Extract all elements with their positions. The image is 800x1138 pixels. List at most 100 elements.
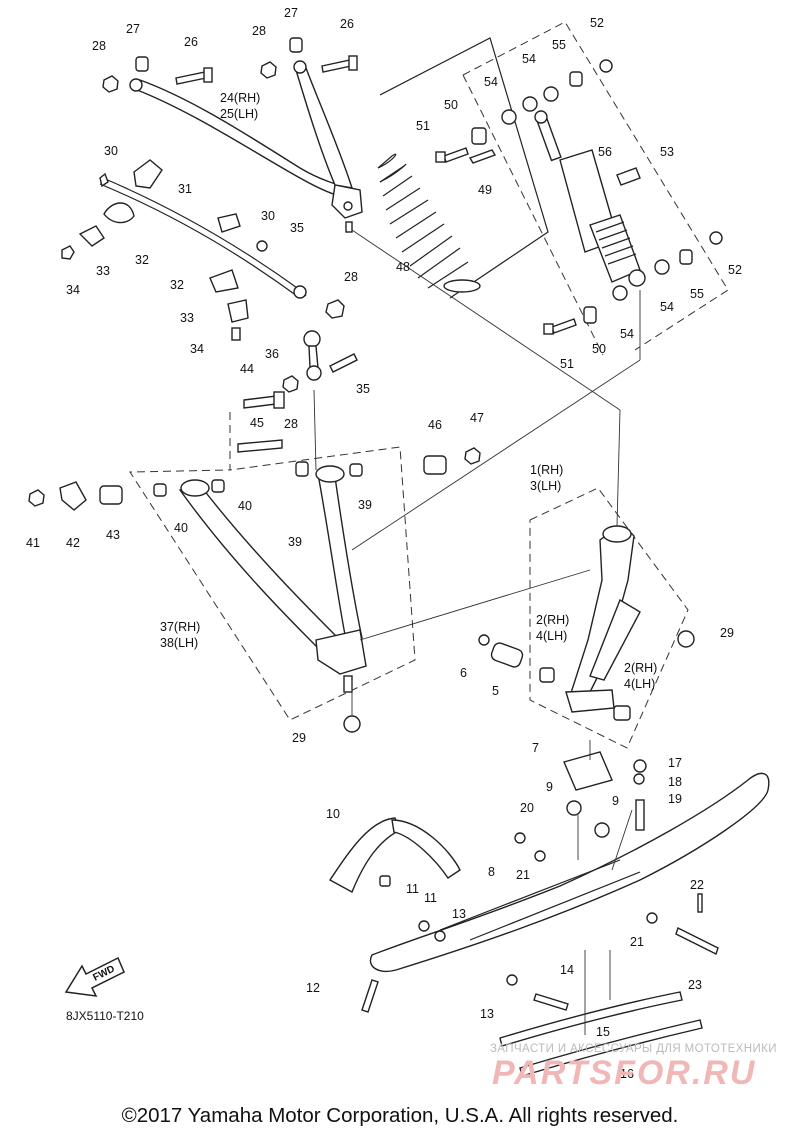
callout-44: 44 — [240, 362, 254, 376]
callout-36: 36 — [265, 347, 279, 361]
callout-51a: 51 — [416, 119, 430, 133]
callout-2a: 2(RH) — [536, 613, 569, 627]
callout-1: 1(RH) — [530, 463, 563, 477]
callout-46: 46 — [428, 418, 442, 432]
callout-8: 8 — [488, 865, 495, 879]
callout-56: 56 — [598, 145, 612, 159]
callout-7: 7 — [532, 741, 539, 755]
watermark-logo: PARTSFOR.RU — [492, 1054, 757, 1092]
callout-24: 24(RH) — [220, 91, 260, 105]
callout-21a: 21 — [516, 868, 530, 882]
callout-54b: 54 — [522, 52, 536, 66]
bolt-34-b — [231, 327, 241, 341]
callout-34a: 34 — [66, 283, 80, 297]
callout-19: 19 — [668, 792, 682, 806]
callout-6: 6 — [460, 666, 467, 680]
callout-54c: 54 — [660, 300, 674, 314]
callout-27a: 27 — [126, 22, 140, 36]
callout-52b: 52 — [728, 263, 742, 277]
bushing-27-right — [289, 37, 303, 53]
callout-34b: 34 — [190, 342, 204, 356]
callout-22: 22 — [690, 878, 704, 892]
watermark-tagline: ЗАПЧАСТИ И АКСЕССУАРЫ ДЛЯ МОТОТЕХНИКИ — [490, 1043, 777, 1055]
callout-48: 48 — [396, 260, 410, 274]
callout-4b: 4(LH) — [624, 677, 655, 691]
callout-28b: 28 — [252, 24, 266, 38]
callout-29a: 29 — [720, 626, 734, 640]
copyright-notice: ©2017 Yamaha Motor Corporation, U.S.A. A… — [121, 1104, 679, 1127]
callout-32b: 32 — [170, 278, 184, 292]
callout-5: 5 — [492, 684, 499, 698]
upper-a-arm — [129, 60, 363, 233]
callout-35a: 35 — [290, 221, 304, 235]
callout-28d: 28 — [284, 417, 298, 431]
callout-3: 3(LH) — [530, 479, 561, 493]
callout-40b: 40 — [238, 499, 252, 513]
callout-14: 14 — [560, 963, 574, 977]
leader-lines — [313, 229, 641, 1035]
callout-16: 16 — [620, 1067, 634, 1081]
callout-30b: 30 — [261, 209, 275, 223]
callout-11a: 11 — [406, 882, 419, 896]
nut-28-a — [102, 75, 119, 93]
clamp-33-a — [78, 225, 105, 247]
callout-55a: 55 — [552, 38, 566, 52]
lower-arm-hardware — [28, 391, 481, 511]
callout-33b: 33 — [180, 311, 194, 325]
callout-51b: 51 — [560, 357, 574, 371]
diagram-code: 8JX5110-T210 — [66, 1009, 144, 1023]
callout-41: 41 — [26, 536, 40, 550]
clamp-33-b — [227, 299, 249, 323]
callout-20: 20 — [520, 801, 534, 815]
fwd-arrow-icon: FWD — [64, 956, 125, 997]
callout-49: 49 — [478, 183, 492, 197]
shock-box — [462, 21, 729, 356]
callout-47: 47 — [470, 411, 484, 425]
callout-11b: 11 — [424, 891, 437, 905]
callout-26a: 26 — [184, 35, 198, 49]
callout-33a: 33 — [96, 264, 110, 278]
stabilizer-bar — [99, 172, 307, 299]
callout-32a: 32 — [135, 253, 149, 267]
bracket-30-b — [217, 213, 241, 233]
nut-28-c — [325, 299, 345, 319]
spindle-box — [478, 487, 695, 749]
callout-50b: 50 — [592, 342, 606, 356]
callout-13b: 13 — [480, 1007, 494, 1021]
bracket-32-b — [209, 269, 239, 293]
callout-9b: 9 — [612, 794, 619, 808]
callout-27b: 27 — [284, 6, 298, 20]
callout-15: 15 — [596, 1025, 610, 1039]
shock-hardware-top — [435, 59, 613, 163]
callout-18: 18 — [668, 775, 682, 789]
callout-31: 31 — [178, 182, 192, 196]
callout-labels: 1(RH) 3(LH) 2(RH) 4(LH) 2(RH) 4(LH) 5 6 … — [26, 6, 742, 1081]
callout-28c: 28 — [344, 270, 358, 284]
callout-53: 53 — [660, 145, 674, 159]
callout-39b: 39 — [358, 498, 372, 512]
callout-13a: 13 — [452, 907, 466, 921]
callout-43: 43 — [106, 528, 120, 542]
callout-30a: 30 — [104, 144, 118, 158]
callout-29b: 29 — [292, 731, 306, 745]
callout-9a: 9 — [546, 780, 553, 794]
callout-4a: 4(LH) — [536, 629, 567, 643]
link-rod — [282, 330, 358, 393]
callout-35b: 35 — [356, 382, 370, 396]
callout-54d: 54 — [620, 327, 634, 341]
lower-arm-box — [129, 412, 416, 721]
bracket-30-a — [133, 159, 163, 189]
callout-12: 12 — [306, 981, 320, 995]
callout-39a: 39 — [288, 535, 302, 549]
bolt-26-right — [321, 55, 358, 73]
callout-2b: 2(RH) — [624, 661, 657, 675]
ski-assembly — [328, 751, 770, 1077]
callout-52a: 52 — [590, 16, 604, 30]
callout-37: 37(RH) — [160, 620, 200, 634]
callout-50a: 50 — [444, 98, 458, 112]
bolt-26-left — [175, 67, 213, 85]
bushing-27-left — [135, 56, 149, 72]
callout-26b: 26 — [340, 17, 354, 31]
callout-21b: 21 — [630, 935, 644, 949]
callout-25: 25(LH) — [220, 107, 258, 121]
